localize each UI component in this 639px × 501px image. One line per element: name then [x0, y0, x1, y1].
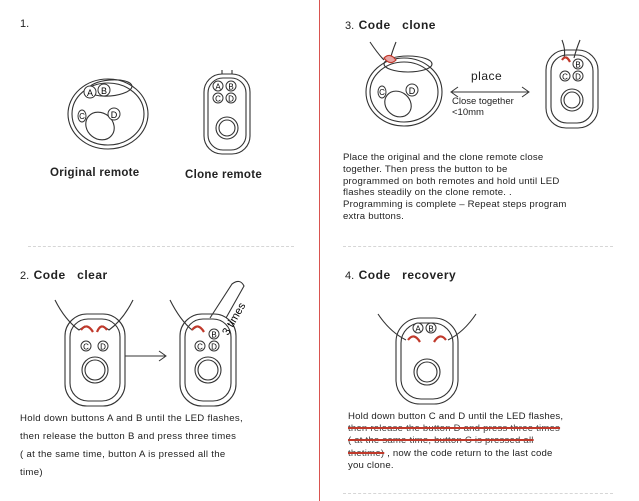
svg-text:C: C — [197, 343, 203, 352]
code-clone-clone-illustration: B C D — [545, 39, 599, 129]
step2-line-4: time) — [20, 467, 43, 478]
step3-line-5: Programming is complete – Repeat steps p… — [343, 199, 567, 211]
step2-heading: 2. Code clear — [20, 266, 108, 284]
step3-line-1: Place the original and the clone remote … — [343, 152, 544, 163]
step3-line-3: programmed on both remotes and hold unti… — [343, 175, 560, 187]
svg-text:D: D — [409, 86, 416, 96]
svg-text:B: B — [228, 83, 233, 92]
original-button-a: A — [83, 85, 97, 99]
svg-text:B: B — [101, 86, 107, 96]
clone-button-c: C — [212, 92, 224, 104]
step4-tail: , now the code return to the last code — [384, 447, 553, 459]
step2-line-2: then release the button B and press thre… — [20, 431, 237, 442]
svg-text:B: B — [428, 325, 433, 334]
step4-line-1: Hold down button C and D until the LED f… — [348, 411, 564, 422]
clear-after-button-c: C — [194, 340, 206, 352]
step2-instructions: Hold down buttons A and B until the LED … — [20, 410, 305, 482]
svg-text:D: D — [111, 110, 118, 120]
vertical-divider — [319, 0, 320, 501]
step1-number: 1. — [20, 18, 30, 30]
clone-remote-illustration: A B C D — [203, 70, 251, 155]
distance-note: Close together <10mm — [452, 96, 514, 118]
code-recovery-illustration: A B — [377, 313, 477, 405]
svg-text:D: D — [100, 343, 106, 352]
step4-struck-line-1: then release the button D and press thre… — [348, 423, 561, 435]
clone-button-a: A — [212, 80, 224, 92]
clone-step-clone-button-b: B — [572, 58, 584, 70]
place-label: place — [471, 69, 503, 83]
clone-step-clone-button-c: C — [559, 70, 571, 82]
step4-instructions: Hold down button C and D until the LED f… — [348, 411, 623, 472]
code-clone-original-illustration: C D — [365, 41, 443, 127]
svg-text:D: D — [575, 73, 581, 82]
step2-line-1: Hold down buttons A and B until the LED … — [20, 413, 243, 424]
clear-before-button-d: D — [97, 340, 109, 352]
recovery-button-a: A — [412, 322, 424, 334]
step2-number: 2. — [20, 270, 30, 282]
svg-text:D: D — [211, 343, 217, 352]
svg-text:B: B — [211, 331, 216, 340]
step4-heading: 4. Code recovery — [345, 266, 456, 284]
clear-after-button-d: D — [208, 340, 220, 352]
code-clear-after-illustration: B C D 3 times — [169, 280, 249, 407]
original-button-b: B — [97, 83, 111, 97]
step4-line-4: thetime) , now the code return to the la… — [348, 448, 623, 460]
original-remote-illustration: A B C D — [67, 78, 149, 150]
step3-number: 3. — [345, 20, 355, 32]
three-times-note: 3 times — [220, 300, 248, 337]
clone-step-original-button-d: D — [405, 83, 419, 97]
step3-heading: 3. Code clone — [345, 16, 436, 34]
distance-note-line-2: <10mm — [452, 107, 484, 118]
separator-bottom-right — [343, 493, 613, 494]
svg-text:A: A — [215, 83, 221, 92]
recovery-button-b: B — [425, 322, 437, 334]
step4-struck-line-2: ( at the same time, button C is pressed … — [348, 435, 534, 447]
clone-button-b: B — [225, 80, 237, 92]
svg-text:C: C — [215, 95, 221, 104]
clone-remote-caption: Clone remote — [185, 169, 263, 181]
svg-text:C: C — [562, 73, 568, 82]
distance-note-line-1: Close together — [452, 96, 514, 107]
svg-text:B: B — [575, 61, 580, 70]
separator-right — [343, 246, 613, 247]
step3-line-4: flashes steadily on the clone remote. . — [343, 187, 512, 199]
step2-title: Code clear — [33, 268, 108, 282]
step4-title: Code recovery — [358, 268, 457, 282]
original-remote-caption: Original remote — [50, 167, 140, 179]
code-clear-before-illustration: C D — [54, 299, 134, 407]
svg-text:C: C — [79, 112, 85, 121]
svg-text:A: A — [87, 88, 93, 98]
arrow-right-icon — [125, 350, 167, 362]
svg-text:A: A — [415, 325, 421, 334]
step4-number: 4. — [345, 270, 355, 282]
clone-step-clone-button-d: D — [572, 70, 584, 82]
clear-after-button-b: B — [208, 328, 220, 340]
svg-text:C: C — [379, 88, 385, 97]
original-button-d: D — [107, 107, 121, 121]
double-arrow-icon — [450, 86, 530, 98]
step4-struck-line-3: thetime) — [348, 447, 385, 459]
step3-line-6: extra buttons. — [343, 210, 404, 222]
clone-step-original-button-c: C — [377, 85, 387, 99]
step2-line-3: ( at the same time, button A is pressed … — [20, 449, 226, 460]
step3-title: Code clone — [358, 18, 436, 32]
step3-line-2: together. Then press the button to be — [343, 163, 508, 175]
step4-line-5: you clone. — [348, 459, 394, 471]
svg-text:C: C — [83, 343, 89, 352]
step3-instructions: Place the original and the clone remote … — [343, 152, 623, 223]
separator-left — [28, 246, 294, 247]
svg-text:D: D — [228, 95, 234, 104]
clone-button-d: D — [225, 92, 237, 104]
clear-before-button-c: C — [80, 340, 92, 352]
original-button-c: C — [77, 109, 87, 123]
